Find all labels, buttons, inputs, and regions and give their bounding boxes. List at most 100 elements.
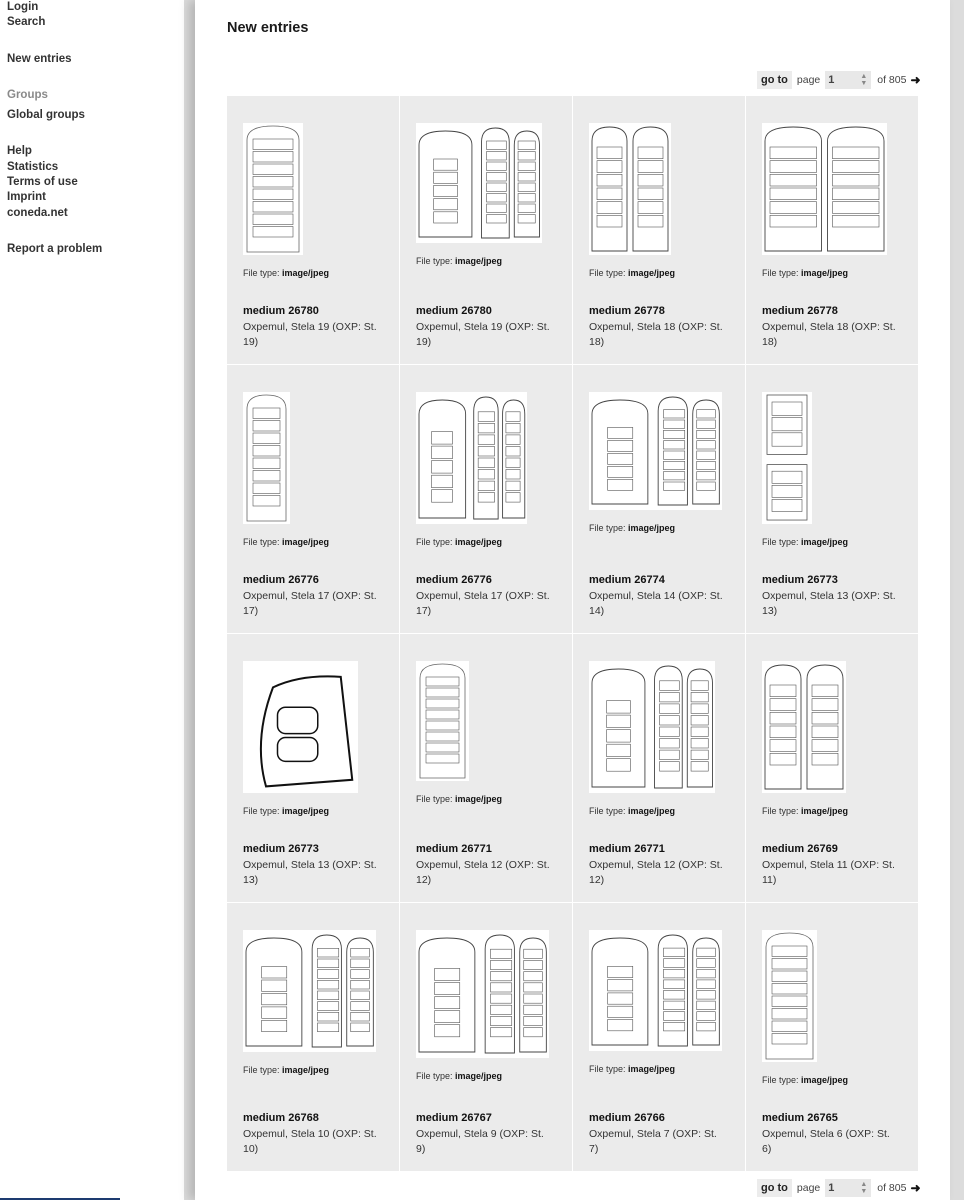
arrow-right-icon[interactable]: ➜ bbox=[910, 73, 921, 87]
main-content: New entries go to page 1 ▲▼ of 805 ➜ Fil… bbox=[195, 0, 950, 1200]
file-type-value: image/jpeg bbox=[801, 1075, 849, 1085]
file-type-value: image/jpeg bbox=[628, 523, 676, 533]
total-pages-label: of 805 bbox=[877, 74, 907, 86]
page-number-input[interactable]: 1 ▲▼ bbox=[825, 71, 872, 89]
entry-thumbnail[interactable] bbox=[416, 123, 542, 243]
file-type-line: File type: image/jpeg bbox=[762, 806, 848, 816]
entry-title[interactable]: medium 26765 bbox=[762, 1112, 838, 1124]
file-type-label: File type: bbox=[416, 537, 453, 547]
entry-thumbnail[interactable] bbox=[416, 392, 527, 524]
spinner-icon[interactable]: ▲▼ bbox=[860, 73, 868, 87]
file-type-value: image/jpeg bbox=[801, 806, 849, 816]
go-to-button[interactable]: go to bbox=[757, 1179, 792, 1197]
sidebar-link-statistics[interactable]: Statistics bbox=[7, 160, 59, 173]
entry-title[interactable]: medium 26767 bbox=[416, 1112, 492, 1124]
pagination-bottom: go to page 1 ▲▼ of 805 ➜ bbox=[757, 1177, 921, 1199]
entry-title[interactable]: medium 26766 bbox=[589, 1112, 665, 1124]
file-type-value: image/jpeg bbox=[801, 537, 849, 547]
entry-thumbnail[interactable] bbox=[589, 930, 722, 1051]
entry-title[interactable]: medium 26768 bbox=[243, 1112, 319, 1124]
entry-thumbnail[interactable] bbox=[589, 392, 722, 510]
entry-thumbnail[interactable] bbox=[589, 123, 671, 255]
file-type-line: File type: image/jpeg bbox=[243, 537, 329, 547]
entry-title[interactable]: medium 26769 bbox=[762, 843, 838, 855]
entry-thumbnail[interactable] bbox=[762, 392, 812, 524]
entry-title[interactable]: medium 26776 bbox=[416, 574, 492, 586]
entry-thumbnail[interactable] bbox=[589, 661, 715, 793]
entry-thumbnail[interactable] bbox=[243, 661, 358, 793]
page-number-value: 1 bbox=[828, 1182, 835, 1194]
file-type-value: image/jpeg bbox=[282, 806, 330, 816]
entry-thumbnail[interactable] bbox=[243, 930, 376, 1052]
entry-title[interactable]: medium 26778 bbox=[762, 305, 838, 317]
sidebar-link-login[interactable]: Login bbox=[7, 1, 39, 13]
sidebar-link-search[interactable]: Search bbox=[7, 16, 46, 29]
entry-description: Oxpemul, Stela 9 (OXP: St. 9) bbox=[416, 1128, 544, 1155]
entry-thumbnail[interactable] bbox=[762, 123, 887, 255]
file-type-line: File type: image/jpeg bbox=[416, 537, 502, 547]
file-type-label: File type: bbox=[762, 806, 799, 816]
file-type-label: File type: bbox=[589, 268, 626, 278]
file-type-label: File type: bbox=[589, 806, 626, 816]
file-type-line: File type: image/jpeg bbox=[589, 1064, 675, 1074]
entry-thumbnail[interactable] bbox=[762, 930, 817, 1062]
entry-description: Oxpemul, Stela 12 (OXP: St. 12) bbox=[416, 859, 550, 886]
entry-thumbnail[interactable] bbox=[416, 930, 549, 1058]
file-type-value: image/jpeg bbox=[628, 268, 676, 278]
entry-thumbnail[interactable] bbox=[416, 661, 469, 781]
page-label: page bbox=[796, 74, 821, 86]
file-type-line: File type: image/jpeg bbox=[762, 268, 848, 278]
sidebar-link-new-entries[interactable]: New entries bbox=[7, 52, 72, 65]
go-to-button[interactable]: go to bbox=[757, 71, 792, 89]
sidebar-link-help[interactable]: Help bbox=[7, 145, 32, 158]
entry-title[interactable]: medium 26773 bbox=[762, 574, 838, 586]
sidebar-link-imprint[interactable]: Imprint bbox=[7, 191, 46, 204]
sidebar-link-report-problem[interactable]: Report a problem bbox=[7, 242, 103, 255]
sidebar-link-terms[interactable]: Terms of use bbox=[7, 176, 78, 189]
file-type-label: File type: bbox=[589, 1064, 626, 1074]
entry-thumbnail[interactable] bbox=[762, 661, 846, 793]
file-type-label: File type: bbox=[589, 523, 626, 533]
entry-title[interactable]: medium 26780 bbox=[243, 305, 319, 317]
file-type-value: image/jpeg bbox=[282, 1065, 330, 1075]
entry-title[interactable]: medium 26773 bbox=[243, 843, 319, 855]
total-pages-label: of 805 bbox=[877, 1182, 907, 1194]
spinner-icon[interactable]: ▲▼ bbox=[860, 1181, 868, 1195]
entry-title[interactable]: medium 26780 bbox=[416, 305, 492, 317]
entry-description: Oxpemul, Stela 13 (OXP: St. 13) bbox=[762, 590, 896, 617]
entry-title[interactable]: medium 26774 bbox=[589, 574, 665, 586]
entry-title[interactable]: medium 26776 bbox=[243, 574, 319, 586]
file-type-line: File type: image/jpeg bbox=[243, 1065, 329, 1075]
sidebar-link-global-groups[interactable]: Global groups bbox=[7, 109, 85, 122]
entry-title[interactable]: medium 26771 bbox=[589, 843, 665, 855]
entry-description: Oxpemul, Stela 17 (OXP: St. 17) bbox=[416, 590, 550, 617]
entry-thumbnail[interactable] bbox=[243, 123, 303, 255]
arrow-right-icon[interactable]: ➜ bbox=[910, 1181, 921, 1195]
entry-title[interactable]: medium 26771 bbox=[416, 843, 492, 855]
entry-description: Oxpemul, Stela 17 (OXP: St. 17) bbox=[243, 590, 377, 617]
page-number-input[interactable]: 1 ▲▼ bbox=[825, 1179, 872, 1197]
entry-thumbnail[interactable] bbox=[243, 392, 290, 524]
entry-title[interactable]: medium 26778 bbox=[589, 305, 665, 317]
file-type-line: File type: image/jpeg bbox=[416, 1071, 502, 1081]
file-type-value: image/jpeg bbox=[628, 1064, 676, 1074]
file-type-label: File type: bbox=[243, 268, 280, 278]
page-label: page bbox=[796, 1182, 821, 1194]
sidebar-link-coneda[interactable]: coneda.net bbox=[7, 206, 68, 219]
